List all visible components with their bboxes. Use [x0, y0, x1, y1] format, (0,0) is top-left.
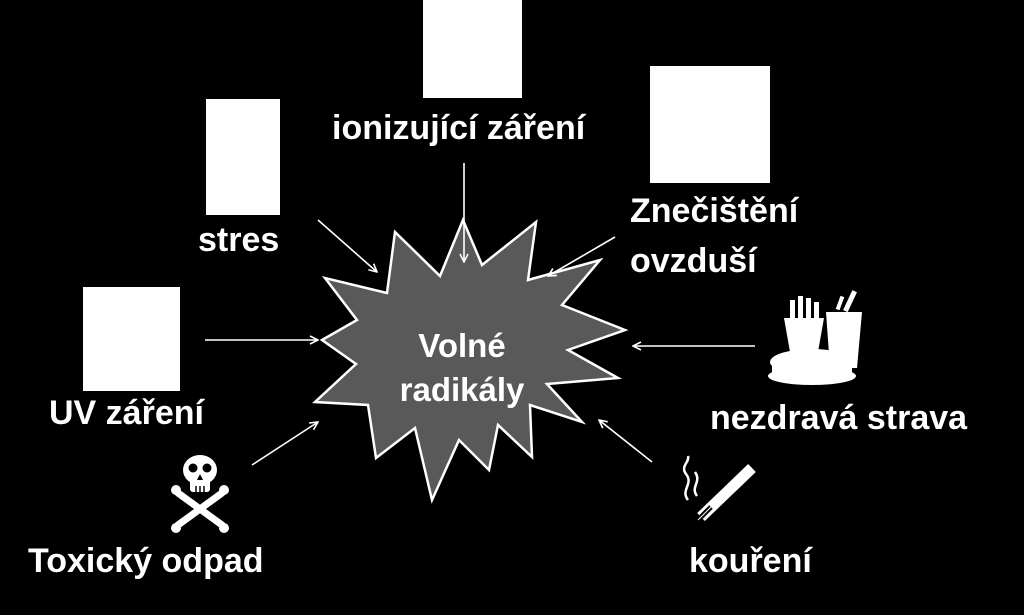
- label-ionizing: ionizující záření: [332, 109, 586, 147]
- center-label-line1: Volné: [418, 327, 506, 364]
- label-uv: UV záření: [49, 394, 204, 432]
- arrow-stress: [317, 219, 377, 272]
- label-toxic: Toxický odpad: [28, 542, 264, 580]
- cigarette-icon: [682, 455, 756, 521]
- arrow-smoking: [599, 420, 653, 463]
- label-air-pollution-1: Znečištění: [630, 192, 799, 230]
- arrow-air-pollution: [548, 236, 616, 276]
- label-food: nezdravá strava: [710, 399, 968, 437]
- label-stress: stres: [198, 221, 280, 259]
- stress-image: [206, 99, 280, 215]
- fast-food-icon: [768, 290, 862, 385]
- label-smoking: kouření: [689, 542, 812, 580]
- ionizing-image: [423, 0, 522, 98]
- burst-shape: [311, 216, 629, 504]
- arrow-toxic: [251, 422, 318, 466]
- label-air-pollution-2: ovzduší: [630, 242, 757, 280]
- skull-crossbones-icon: [171, 455, 229, 533]
- center-label-line2: radikály: [399, 371, 525, 408]
- uv-image: [83, 287, 180, 391]
- air-pollution-image: [650, 66, 770, 183]
- center-label: Volné radikály: [362, 324, 562, 412]
